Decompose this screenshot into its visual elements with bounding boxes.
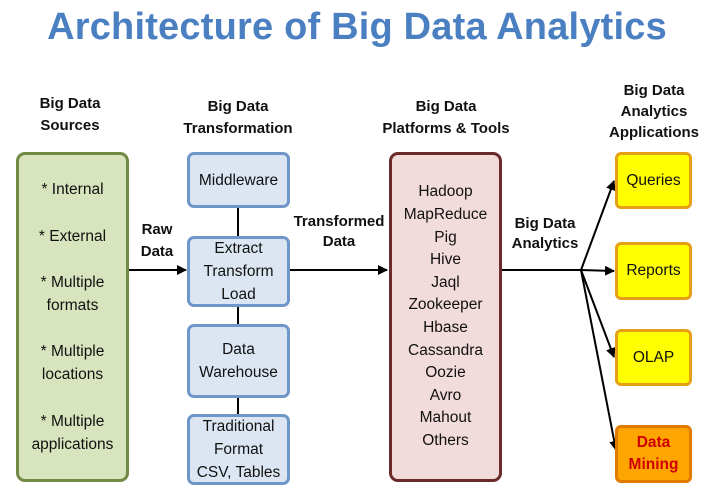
label-raw-data: Raw Data <box>140 221 174 260</box>
platform-jaql: Jaql <box>431 273 460 291</box>
platform-cassandra: Cassandra <box>408 341 483 359</box>
source-item-locations: * Multiple locations <box>40 343 105 384</box>
source-item-formats: * Multiple formats <box>40 273 105 314</box>
source-item-external: * External <box>38 227 107 245</box>
source-item-internal: * Internal <box>41 181 104 199</box>
header-transformation: Big Data Transformation <box>183 98 293 137</box>
data-warehouse-box: Data Warehouse <box>187 324 290 398</box>
diagram-title: Architecture of Big Data Analytics <box>47 6 667 48</box>
reports-box: Reports <box>615 242 692 300</box>
header-sources: Big Data Sources <box>39 95 101 134</box>
arrow-to-data-mining <box>580 269 620 451</box>
label-big-data-analytics: Big Data Analytics <box>511 215 579 252</box>
queries-box: Queries <box>615 152 692 209</box>
arrow-to-olap <box>580 269 616 358</box>
platforms-box: Hadoop MapReduce Pig Hive Jaql Zookeeper… <box>389 152 502 482</box>
arrow-to-reports <box>580 265 615 276</box>
traditional-format-box: Traditional Format CSV, Tables <box>187 414 290 485</box>
platform-hbase: Hbase <box>423 319 468 336</box>
arrow-to-queries <box>580 180 616 271</box>
header-applications: Big Data Analytics Applications <box>608 82 699 141</box>
platform-pig: Pig <box>434 228 457 246</box>
label-transformed-data: Transformed Data <box>293 213 385 250</box>
platform-avro: Avro <box>429 386 462 404</box>
platform-zookeeper: Zookeeper <box>408 296 483 314</box>
platform-hive: Hive <box>429 251 461 269</box>
etl-box: Extract Transform Load <box>187 236 290 307</box>
sources-box: * Internal * External * Multiple formats… <box>16 152 129 482</box>
platform-mahout: Mahout <box>419 409 472 427</box>
source-item-applications: * Multiple applications <box>31 412 114 453</box>
header-platforms: Big Data Platforms & Tools <box>382 98 510 137</box>
platform-hadoop: Hadoop <box>418 183 473 201</box>
platform-mapreduce: MapReduce <box>403 206 488 224</box>
data-mining-box: Data Mining <box>615 425 692 483</box>
middleware-box: Middleware <box>187 152 290 208</box>
olap-box: OLAP <box>615 329 692 386</box>
platform-oozie: Oozie <box>425 364 466 382</box>
platform-others: Others <box>422 431 469 449</box>
